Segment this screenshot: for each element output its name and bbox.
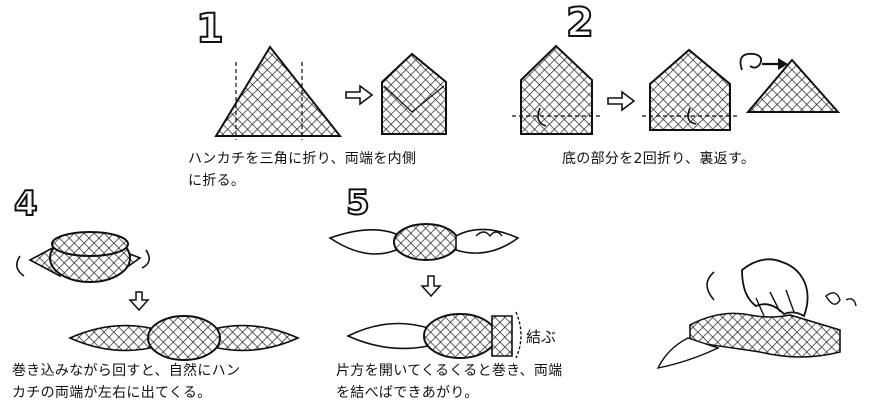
step-1-caption-line2: に折る。 xyxy=(188,173,246,189)
step-4-caption-line2: カチの両端が左右に出てくる。 xyxy=(12,385,212,401)
rotate-arrow-icon xyxy=(739,52,788,71)
step-4-caption: 巻き込みながら回すと、自然にハン カチの両端が左右に出てくる。 xyxy=(12,360,240,404)
step-5-candy-tied xyxy=(346,311,522,359)
step-1-caption-line1: ハンカチを三角に折り、両端を内側 xyxy=(188,151,417,167)
tie-label: 結ぶ xyxy=(526,328,556,346)
step-5-caption-line1: 片方を開いてくるくると巻き、両端 xyxy=(336,363,563,379)
step-2-number: 2 xyxy=(566,0,594,46)
arrow-right-icon xyxy=(607,90,636,112)
step-4-number: 4 xyxy=(14,184,38,224)
step-5-candy-open xyxy=(328,223,520,261)
arrow-right-icon xyxy=(345,84,374,106)
step-4-roll xyxy=(16,231,150,283)
step-4-caption-line1: 巻き込みながら回すと、自然にハン xyxy=(12,363,241,379)
step-2-shape-a xyxy=(512,44,602,135)
step-5-number: 5 xyxy=(346,183,370,223)
step-1-caption: ハンカチを三角に折り、両端を内側 に折る。 xyxy=(188,148,416,192)
arrow-down-icon xyxy=(420,275,442,298)
step-1-triangle xyxy=(214,45,343,140)
step-2-caption: 底の部分を2回折り、裏返す。 xyxy=(562,151,756,167)
arrow-down-icon xyxy=(128,291,150,312)
hand-icon xyxy=(656,258,857,369)
step-1-folded-shape xyxy=(381,52,447,135)
step-1-number: 1 xyxy=(196,6,224,52)
step-4-candy xyxy=(68,315,300,361)
step-2-shape-b xyxy=(642,48,738,131)
step-5-caption-line2: を結べばできあがり。 xyxy=(336,385,479,401)
step-2-shape-c xyxy=(745,58,841,113)
step-5-caption: 片方を開いてくるくると巻き、両端 を結べばできあがり。 xyxy=(336,360,562,404)
